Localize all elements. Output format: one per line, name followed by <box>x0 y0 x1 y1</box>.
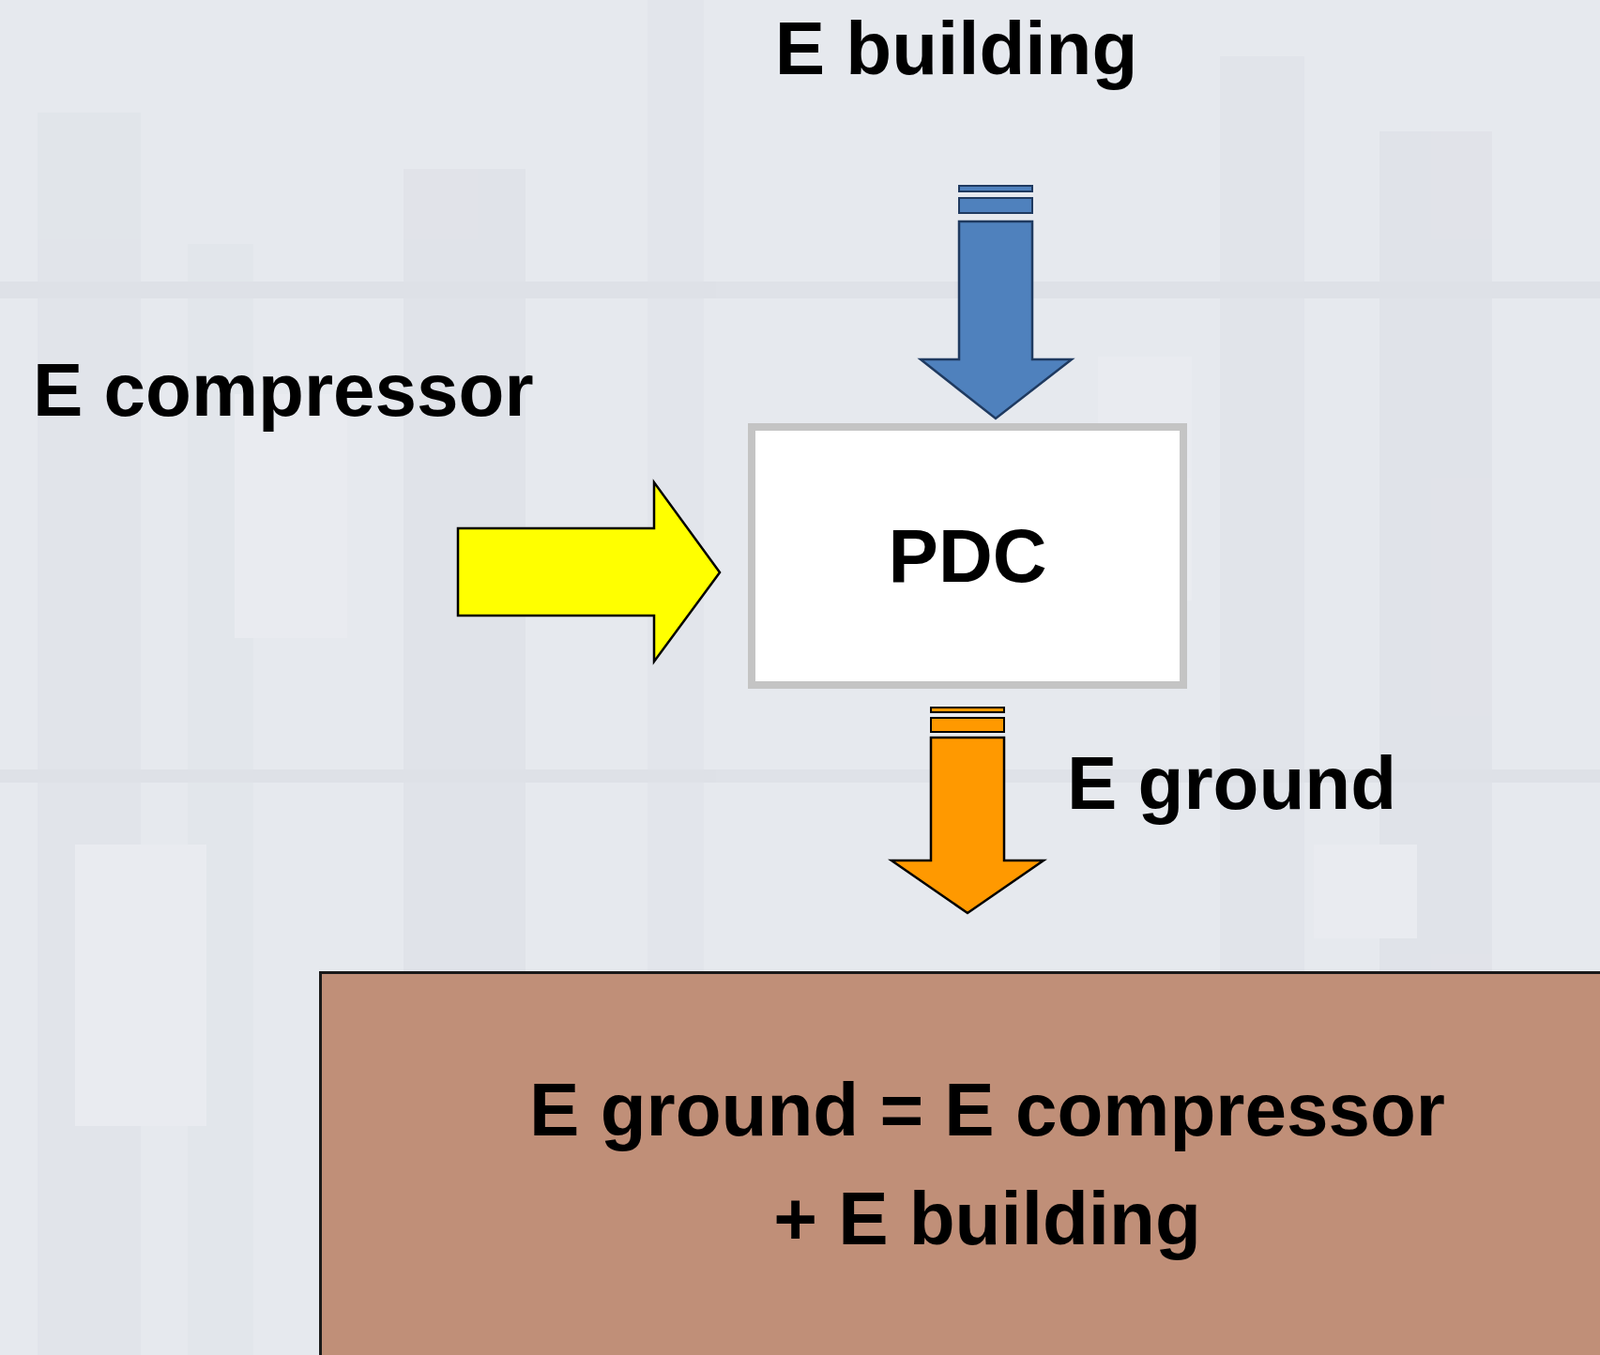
window <box>234 394 348 639</box>
window <box>75 844 207 1127</box>
energy-arrow <box>920 221 1072 419</box>
window <box>1313 844 1418 939</box>
blue-arrow <box>920 185 1072 419</box>
node-text: PDC <box>888 518 1048 595</box>
energy-label: E compressor <box>32 352 534 428</box>
arrow-stripe <box>959 185 1033 192</box>
ground-box: E ground = E compressor + E building <box>319 971 1600 1355</box>
process-box: PDC <box>747 423 1188 689</box>
arrow-stripe <box>930 717 1005 732</box>
node-text: E ground = E compressor + E building <box>513 1055 1462 1274</box>
energy-label: E building <box>674 11 1238 87</box>
column <box>37 112 141 1355</box>
arrow-stripe <box>959 198 1033 214</box>
flow-label: E ground <box>1066 746 1397 822</box>
flow-arrow <box>891 737 1044 914</box>
energy-arrow <box>457 482 720 662</box>
energy-flow-arrow <box>891 707 1044 914</box>
cornice <box>0 281 1600 299</box>
arrow-stripe <box>930 707 1005 713</box>
